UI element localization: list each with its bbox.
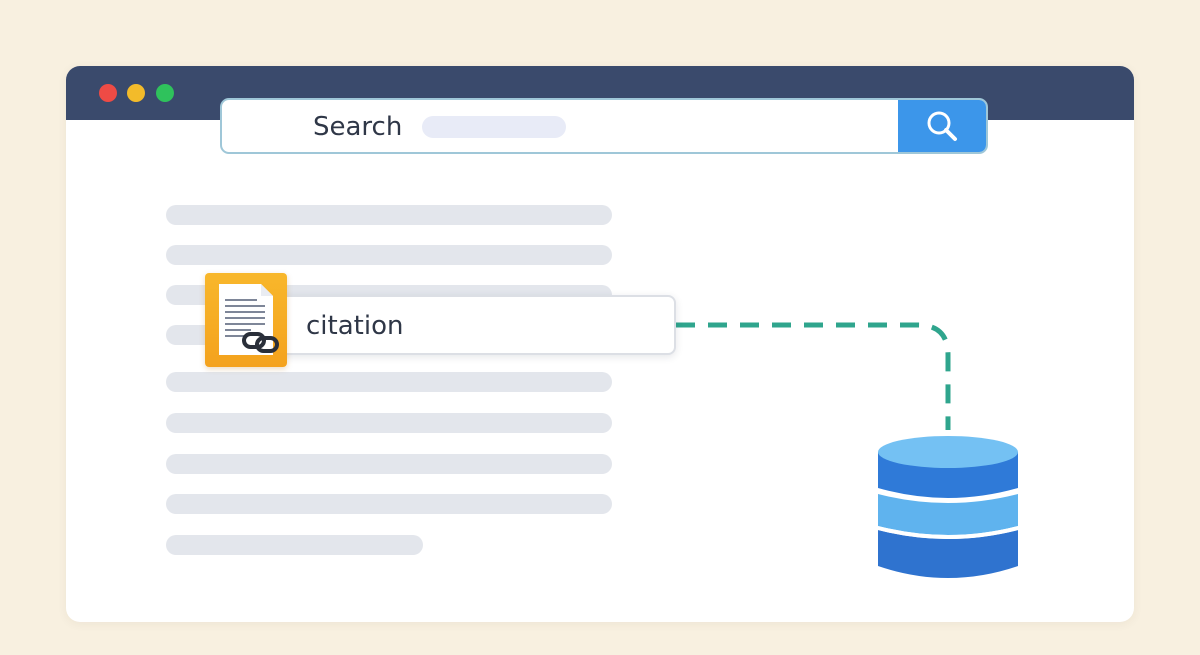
text-line-placeholder [166,372,612,392]
search-bar[interactable]: Search [220,98,988,154]
citation-label: citation [306,311,404,341]
text-line-placeholder [166,413,612,433]
search-button[interactable] [898,100,986,152]
magnifier-icon [927,111,957,141]
close-window-button[interactable] [99,84,117,102]
text-line-placeholder [166,245,612,265]
document-link-icon[interactable] [205,273,287,367]
link-icon [242,332,279,353]
text-line-placeholder [166,494,612,514]
search-label: Search [313,112,403,142]
text-line-placeholder [166,535,423,555]
minimize-window-button[interactable] [127,84,145,102]
database-icon [877,436,1019,578]
maximize-window-button[interactable] [156,84,174,102]
document-icon [219,284,279,355]
citation-card[interactable]: citation [272,295,676,355]
text-line-placeholder [166,205,612,225]
text-line-placeholder [166,454,612,474]
search-input[interactable] [422,116,566,138]
